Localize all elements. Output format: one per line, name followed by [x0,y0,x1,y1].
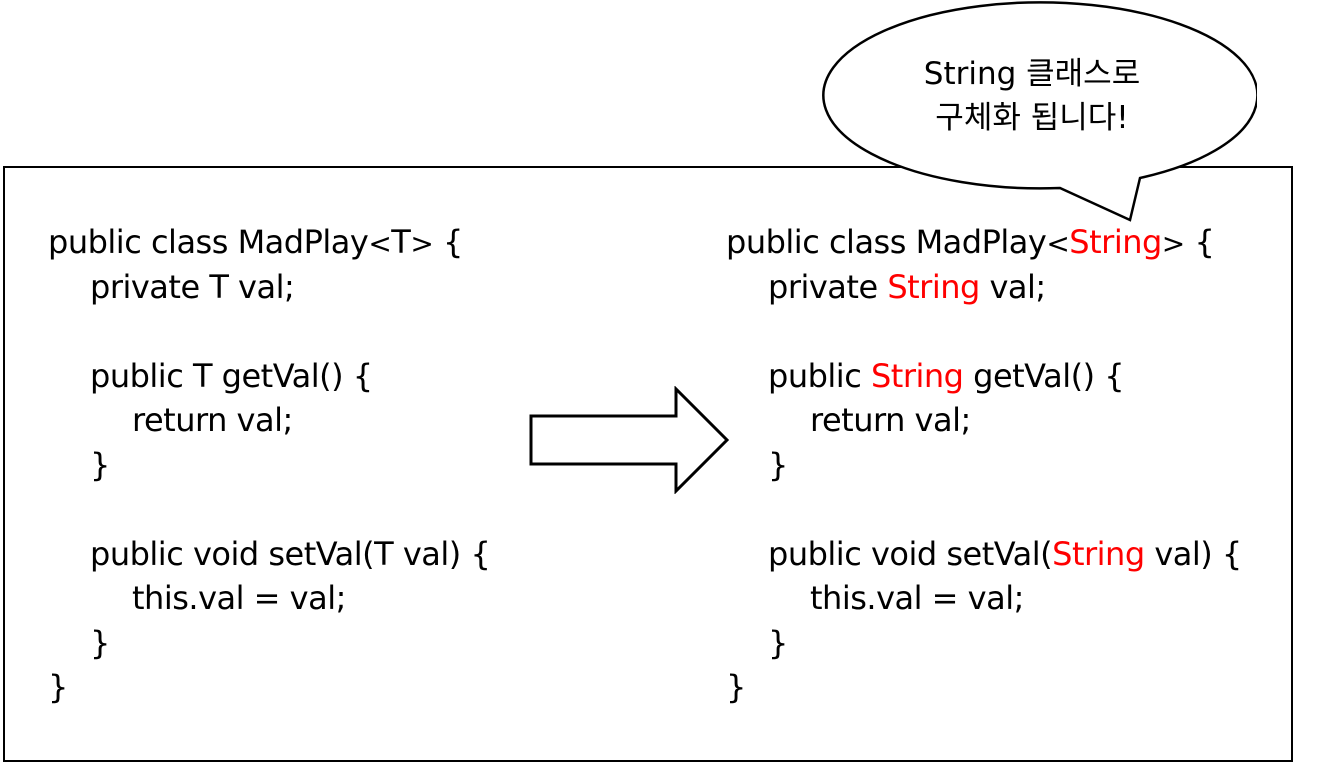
speech-bubble-icon [822,1,1257,222]
generic-class-code: public class MadPlay<T> { private T val;… [48,220,491,710]
bubble-caption: String 클래스로 구체화 됩니다! [812,52,1252,140]
blank-line [48,309,490,354]
bubble-line: 구체화 됩니다! [935,100,1129,136]
code-line: return val; [132,401,293,439]
code-line: public void setVal(String val) { [768,534,1242,573]
code-line: public T getVal() { [90,356,373,395]
concrete-type: String [1069,223,1162,261]
concrete-type: String [870,356,964,395]
code-line: } [768,445,788,484]
code-line: public void setVal(T val) { [90,534,491,573]
blank-line [48,487,490,532]
concrete-type: String [887,267,980,306]
type-parameter: T [374,534,394,573]
code-line: } [768,623,788,662]
code-line: public class MadPlay<String> { [726,223,1215,261]
blank-line [726,487,1242,532]
code-line: this.val = val; [810,579,1024,617]
code-line: private T val; [90,267,295,306]
code-line: this.val = val; [132,579,346,617]
code-line: public class MadPlay<T> { [48,223,463,261]
bubble-line: String 클래스로 [923,56,1141,92]
type-parameter: T [209,267,229,306]
type-parameter: T [192,356,213,395]
code-line: } [90,445,110,484]
code-line: } [726,668,746,706]
code-line: } [90,623,110,662]
code-line: public String getVal() { [768,356,1125,395]
code-frame [3,166,1293,762]
concrete-class-code: public class MadPlay<String> { private S… [726,220,1242,710]
concrete-type: String [1052,534,1145,573]
code-line: return val; [810,401,971,439]
code-line: } [48,668,68,706]
code-line: private String val; [768,267,1046,306]
type-parameter: T [391,223,411,261]
right-arrow-icon [529,386,730,494]
blank-line [726,309,1242,354]
